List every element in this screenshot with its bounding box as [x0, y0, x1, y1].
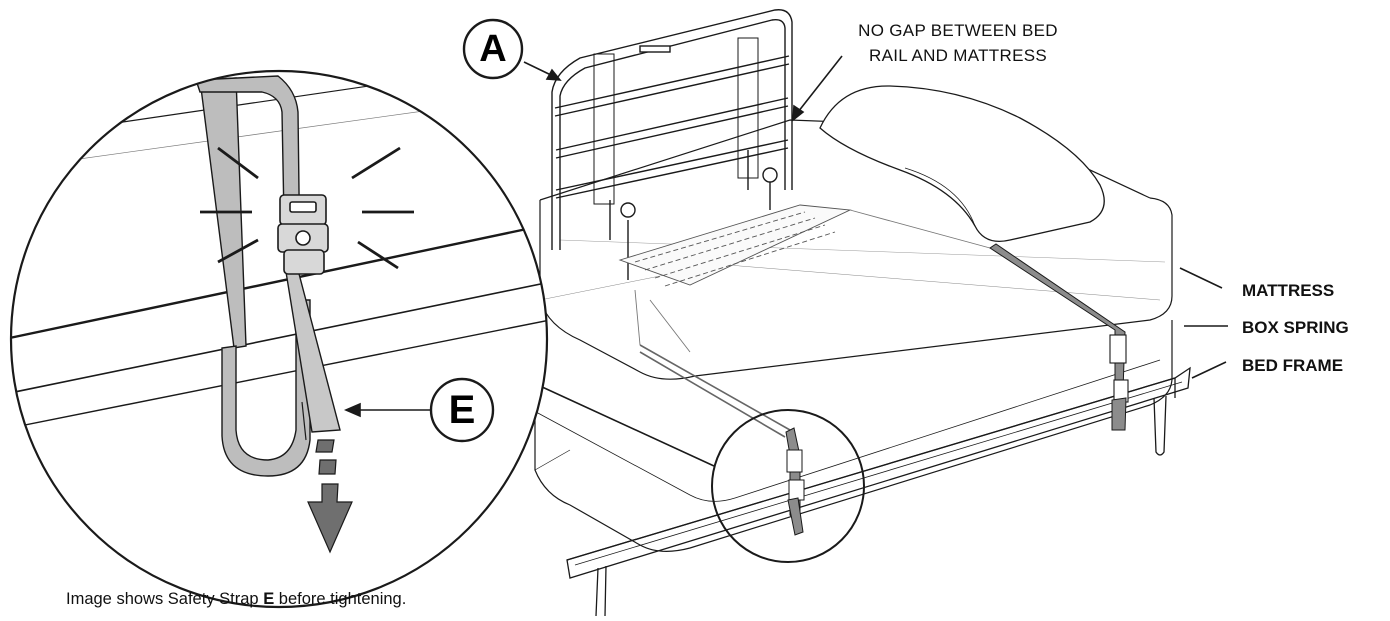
bed-rail — [551, 9, 793, 280]
callout-line-bed-frame — [1191, 361, 1227, 379]
box-spring-label: BOX SPRING — [1242, 318, 1349, 337]
callout-line-a — [523, 61, 554, 77]
detail-connector-line — [539, 385, 715, 467]
callout-arrowhead-e — [343, 402, 361, 418]
callout-arrowhead-a — [545, 68, 562, 81]
pillow — [819, 85, 1105, 243]
detail-view — [11, 71, 547, 607]
rail-mounting-board — [618, 204, 991, 438]
callout-line-gap — [797, 55, 843, 113]
detail-source-circle — [711, 409, 865, 563]
caption-suffix: before tightening. — [274, 590, 407, 608]
bed-frame — [566, 366, 1191, 617]
strap-buckle — [277, 194, 329, 275]
callout-line-mattress — [1179, 267, 1223, 289]
click-lines — [200, 146, 414, 270]
gap-note: NO GAP BETWEEN BED RAIL AND MATTRESS — [808, 18, 1108, 68]
callout-letter-e: E — [448, 388, 476, 432]
caption-strap-letter: E — [263, 590, 275, 608]
gap-note-line-1: NO GAP BETWEEN BED — [858, 21, 1058, 40]
bed-frame-label: BED FRAME — [1242, 356, 1344, 375]
caption-prefix: Image shows Safety Strap — [66, 590, 264, 608]
callout-arrowhead-gap — [792, 104, 805, 122]
callout-circle-a — [462, 18, 524, 80]
gap-note-line-2: RAIL AND MATTRESS — [869, 46, 1047, 65]
strap-on-bed — [785, 243, 1129, 536]
mattress-label: MATTRESS — [1242, 281, 1335, 300]
callout-circle-e — [429, 377, 495, 443]
detail-circle — [9, 69, 549, 609]
figure-caption: Image shows Safety Strap E before tighte… — [66, 590, 406, 609]
box-spring — [534, 320, 1173, 552]
callout-letter-a: A — [479, 28, 507, 70]
pull-down-arrow — [307, 439, 353, 554]
